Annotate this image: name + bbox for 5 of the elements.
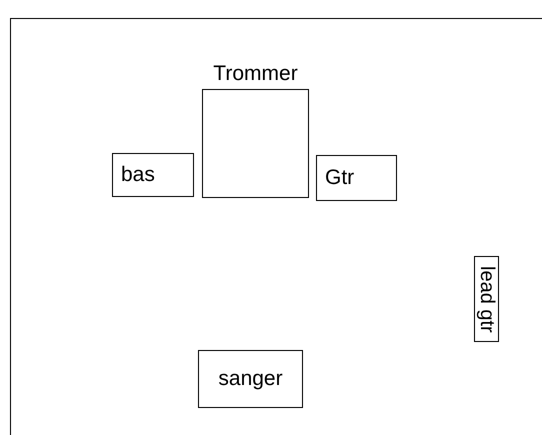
stage-position-box: lead gtr	[474, 256, 499, 342]
stage-position-box: bas	[112, 153, 194, 197]
stage-position-box: sanger	[198, 350, 303, 408]
drum-label: Trommer	[213, 62, 298, 86]
stage-position-box: Gtr	[316, 155, 397, 201]
